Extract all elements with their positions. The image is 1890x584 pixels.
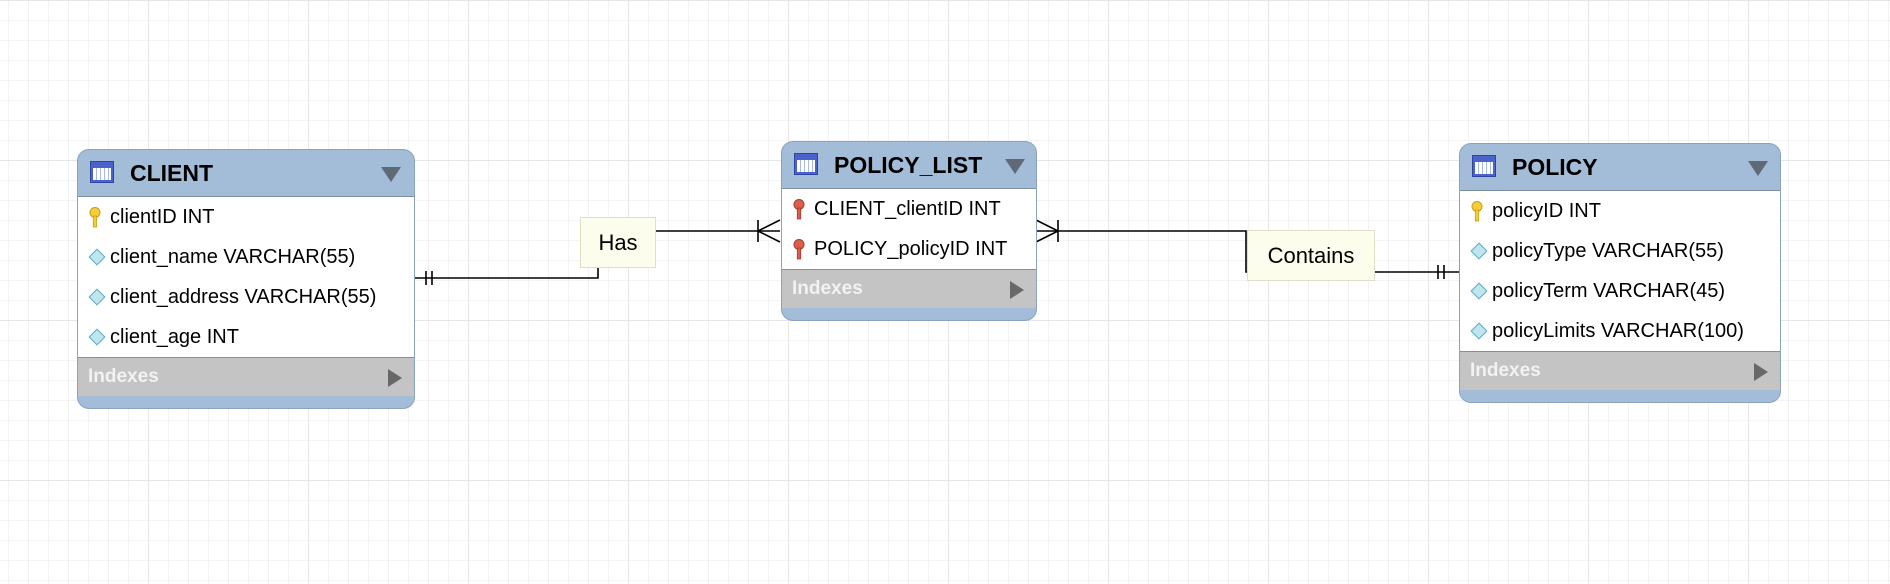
entity-policy-list[interactable]: POLICY_LIST CLIENT_clientID INT POLICY_p… (781, 141, 1037, 321)
indexes-section[interactable]: Indexes (1460, 352, 1780, 390)
column-row[interactable]: client_age INT (78, 317, 414, 357)
column-name: policyLimits VARCHAR(100) (1492, 320, 1744, 342)
contains-many-mark-fork-top (1035, 219, 1059, 232)
has-many-mark-fork-bottom (757, 230, 781, 243)
column-list: clientID INT client_name VARCHAR(55) cli… (78, 196, 414, 358)
entity-header[interactable]: POLICY_LIST (782, 142, 1036, 188)
expand-arrow-icon[interactable] (1754, 363, 1768, 381)
entity-title: POLICY_LIST (834, 152, 983, 178)
attribute-diamond-icon (88, 328, 106, 346)
column-row[interactable]: policyTerm VARCHAR(45) (1460, 271, 1780, 311)
table-icon (1472, 155, 1496, 177)
has-many-mark-fork-top (757, 219, 781, 232)
column-name: client_age INT (110, 326, 239, 348)
relationship-label-text: Contains (1267, 243, 1355, 268)
table-icon (794, 153, 818, 175)
column-row[interactable]: POLICY_policyID INT (782, 229, 1036, 269)
attribute-diamond-icon (1470, 322, 1488, 340)
column-row[interactable]: policyLimits VARCHAR(100) (1460, 311, 1780, 351)
foreign-key-icon (793, 239, 805, 260)
column-row[interactable]: client_address VARCHAR(55) (78, 277, 414, 317)
entity-title: CLIENT (130, 160, 214, 186)
primary-key-icon (89, 207, 101, 228)
column-name: POLICY_policyID INT (814, 238, 1008, 260)
expand-arrow-icon[interactable] (1010, 281, 1024, 299)
entity-header[interactable]: CLIENT (78, 150, 414, 196)
column-name: policyID INT (1492, 200, 1601, 222)
indexes-label: Indexes (1470, 360, 1541, 381)
entity-policy[interactable]: POLICY policyID INT policyType VARCHAR(5… (1459, 143, 1781, 403)
expand-arrow-icon[interactable] (388, 369, 402, 387)
attribute-diamond-icon (88, 248, 106, 266)
column-name: client_name VARCHAR(55) (110, 246, 356, 268)
relationship-label-text: Has (598, 230, 638, 255)
column-name: client_address VARCHAR(55) (110, 286, 377, 308)
entity-header[interactable]: POLICY (1460, 144, 1780, 190)
attribute-diamond-icon (1470, 242, 1488, 260)
attribute-diamond-icon (1470, 282, 1488, 300)
column-row[interactable]: clientID INT (78, 197, 414, 237)
column-name: clientID INT (110, 206, 215, 228)
column-name: policyTerm VARCHAR(45) (1492, 280, 1726, 302)
collapse-arrow-icon[interactable] (1748, 161, 1768, 176)
column-list: CLIENT_clientID INT POLICY_policyID INT (782, 188, 1036, 270)
relationship-label-contains[interactable]: Contains (1247, 230, 1375, 281)
indexes-label: Indexes (792, 278, 863, 299)
contains-many-mark-fork-bottom (1035, 230, 1059, 243)
column-row[interactable]: client_name VARCHAR(55) (78, 237, 414, 277)
indexes-section[interactable]: Indexes (78, 358, 414, 396)
column-list: policyID INT policyType VARCHAR(55) poli… (1460, 190, 1780, 352)
entity-title: POLICY (1512, 154, 1598, 180)
column-row[interactable]: policyID INT (1460, 191, 1780, 231)
column-name: policyType VARCHAR(55) (1492, 240, 1724, 262)
indexes-label: Indexes (88, 366, 159, 387)
table-icon (90, 161, 114, 183)
column-row[interactable]: CLIENT_clientID INT (782, 189, 1036, 229)
foreign-key-icon (793, 199, 805, 220)
indexes-section[interactable]: Indexes (782, 270, 1036, 308)
relationship-label-has[interactable]: Has (580, 217, 656, 268)
attribute-diamond-icon (88, 288, 106, 306)
column-name: CLIENT_clientID INT (814, 198, 1001, 220)
collapse-arrow-icon[interactable] (381, 167, 401, 182)
column-row[interactable]: policyType VARCHAR(55) (1460, 231, 1780, 271)
collapse-arrow-icon[interactable] (1005, 159, 1025, 174)
primary-key-icon (1471, 201, 1483, 222)
entity-client[interactable]: CLIENT clientID INT client_name VARCHAR(… (77, 149, 415, 409)
